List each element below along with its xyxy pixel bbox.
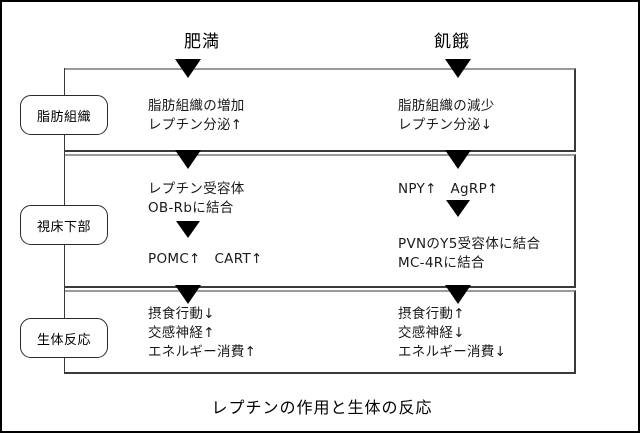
row-label-biological-response: 生体反応 [20,318,108,358]
arrow-down-icon-adipose-to-hypothalamus-right [445,150,471,169]
figure-caption: レプチンの作用と生体の反応 [211,398,433,417]
text-adipose-right: 脂肪組織の減少 レプチン分泌↓ [398,98,495,133]
arrow-down-icon-hunger-to-adipose [445,59,471,78]
text-hypothalamus-left-receptor: レプチン受容体 OB-Rbに結合 [148,181,245,216]
row-label-adipose-text: 脂肪組織 [36,109,91,125]
band-biological-response [64,290,576,374]
arrow-down-icon-hypothalamus-to-response-left [175,285,201,304]
column-header-obesity: 肥満 [184,32,220,52]
connector-stub-hypothalamus-to-response [64,245,65,319]
row-label-hypothalamus-text: 視床下部 [36,219,91,235]
text-hypothalamus-right-npy-agrp: NPY↑ AgRP↑ [398,181,499,197]
arrow-down-icon-npy-to-pvn [446,200,470,217]
arrow-down-icon-receptor-to-pomc [176,221,200,238]
row-label-hypothalamus: 視床下部 [20,205,108,245]
row-label-response-text: 生体反応 [36,332,91,348]
band-hypothalamus [64,154,576,288]
connector-stub-top [64,68,65,96]
text-response-right: 摂食行動↑ 交感神経↓ エネルギー消費↓ [398,306,507,360]
column-header-hunger: 飢餓 [434,32,470,52]
band-adipose-tissue [64,68,576,152]
text-adipose-left: 脂肪組織の増加 レプチン分泌↑ [148,98,245,133]
connector-stub-bottom [64,358,65,374]
text-hypothalamus-right-pvn: PVNのY5受容体に結合 MC-4Rに結合 [398,236,541,271]
connector-stub-adipose-to-hypothalamus [64,135,65,206]
text-hypothalamus-left-pomc-cart: POMC↑ CART↑ [148,251,263,267]
row-label-adipose-tissue: 脂肪組織 [20,95,108,135]
text-response-left: 摂食行動↓ 交感神経↑ エネルギー消費↑ [148,306,257,360]
arrow-down-icon-hypothalamus-to-response-right [445,285,471,304]
arrow-down-icon-adipose-to-hypothalamus-left [175,150,201,169]
arrow-down-icon-obesity-to-adipose [175,59,201,78]
